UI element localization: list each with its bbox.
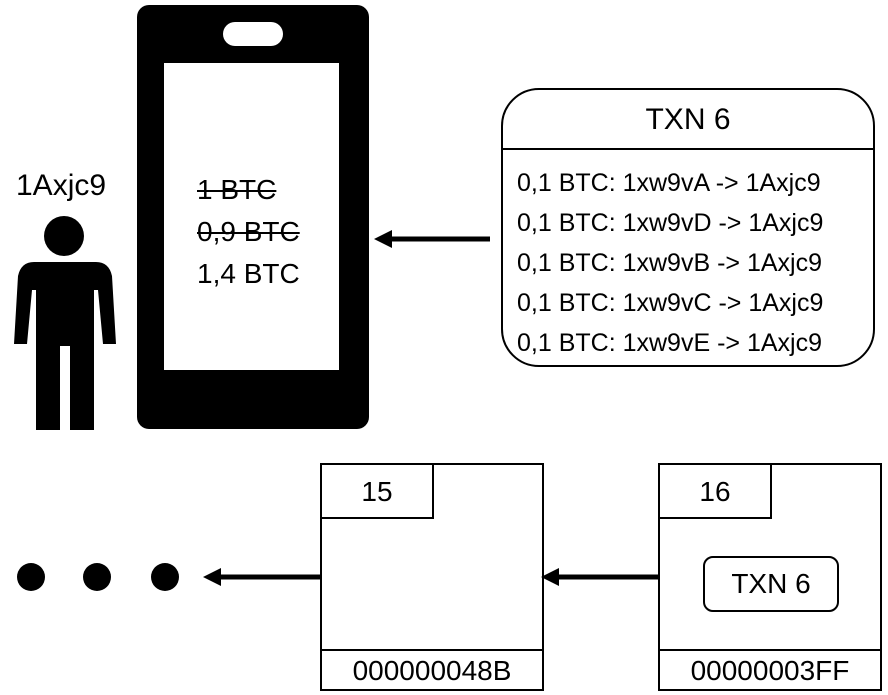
transaction-output: 0,1 BTC: 1xw9vD -> 1Axjc9 <box>517 209 824 237</box>
arrow-left-icon <box>374 230 490 248</box>
user-address: 1Axjc9 <box>16 169 107 202</box>
phone-icon: 1 BTC 0,9 BTC 1,4 BTC <box>137 5 369 429</box>
ellipsis-dots-icon <box>151 563 179 591</box>
old-balance: 0,9 BTC <box>197 216 300 247</box>
block-16: 16 TXN 6 00000003FF <box>658 463 882 691</box>
ellipsis-dots-icon <box>17 563 45 591</box>
block-number: 16 <box>660 465 772 519</box>
current-balance: 1,4 BTC <box>197 258 300 289</box>
arrow-left-icon <box>203 568 321 586</box>
arrow-left-icon <box>541 568 659 586</box>
ellipsis-dots-icon <box>83 563 111 591</box>
old-balance: 1 BTC <box>197 174 277 205</box>
block-15: 15 000000048B <box>320 463 544 691</box>
transaction-card: TXN 6 0,1 BTC: 1xw9vA -> 1Axjc9 0,1 BTC:… <box>501 88 875 367</box>
transaction-title: TXN 6 <box>503 90 873 150</box>
transaction-output: 0,1 BTC: 1xw9vC -> 1Axjc9 <box>517 289 824 317</box>
transaction-output: 0,1 BTC: 1xw9vE -> 1Axjc9 <box>517 329 822 357</box>
block-hash: 000000048B <box>322 649 542 689</box>
block-hash: 00000003FF <box>660 649 880 689</box>
wallet-screen: 1 BTC 0,9 BTC 1,4 BTC <box>164 63 339 370</box>
block-transaction: TXN 6 <box>703 556 839 612</box>
person-icon <box>14 216 116 430</box>
block-number: 15 <box>322 465 434 519</box>
phone-speaker <box>223 22 283 46</box>
transaction-output: 0,1 BTC: 1xw9vB -> 1Axjc9 <box>517 249 822 277</box>
transaction-output: 0,1 BTC: 1xw9vA -> 1Axjc9 <box>517 169 821 197</box>
